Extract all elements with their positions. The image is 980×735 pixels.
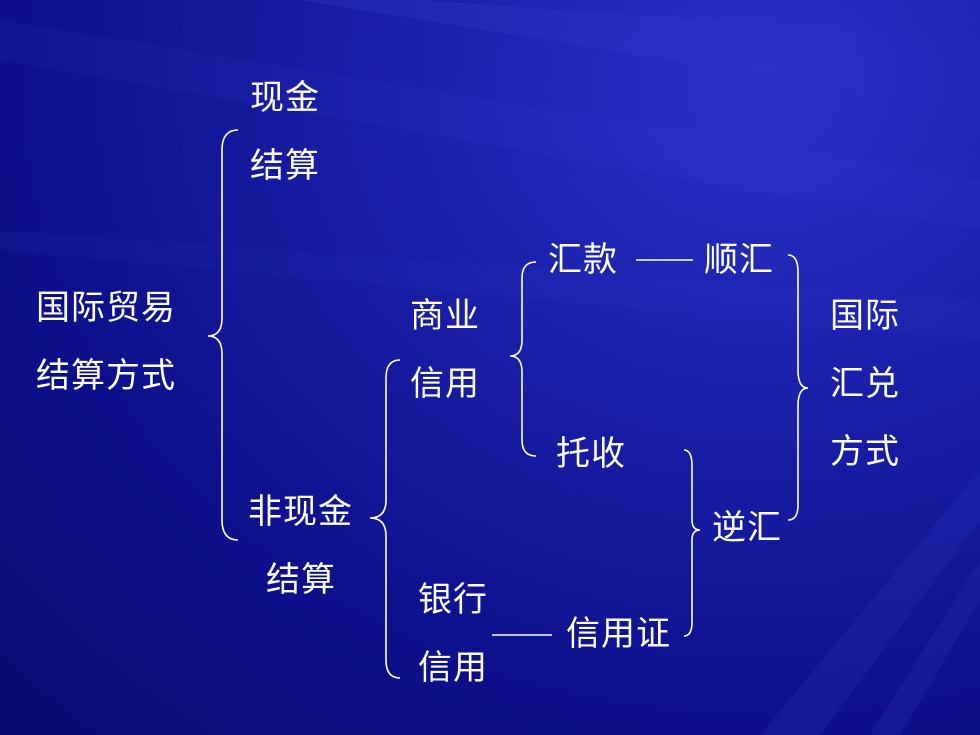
brace-exchange: [787, 254, 809, 521]
brace-commercial: [509, 261, 537, 457]
node-commercial-line2: 信用: [410, 364, 480, 404]
node-remittance: 汇款: [548, 240, 618, 280]
node-root-line1: 国际贸易: [36, 288, 176, 328]
node-commercial-line1: 商业: [410, 296, 480, 336]
node-bank-line2: 信用: [418, 648, 488, 688]
node-noncash-line1: 非现金: [248, 492, 353, 532]
node-collection: 托收: [556, 434, 626, 474]
brace-reverse: [683, 449, 701, 637]
node-cash-line2: 结算: [250, 146, 320, 186]
node-letter-of-credit: 信用证: [566, 614, 671, 654]
node-cash-line1: 现金: [250, 78, 320, 118]
node-root-line2: 结算方式: [36, 356, 176, 396]
node-forward-remittance: 顺汇: [704, 240, 774, 280]
node-noncash-line2: 结算: [266, 560, 336, 600]
node-exchange-line3: 方式: [830, 432, 900, 472]
node-reverse-remittance: 逆汇: [712, 508, 782, 548]
node-bank-line1: 银行: [418, 580, 488, 620]
brace-root: [207, 129, 239, 541]
node-exchange-line2: 汇兑: [830, 364, 900, 404]
node-exchange-line1: 国际: [830, 296, 900, 336]
brace-noncash: [369, 359, 401, 679]
